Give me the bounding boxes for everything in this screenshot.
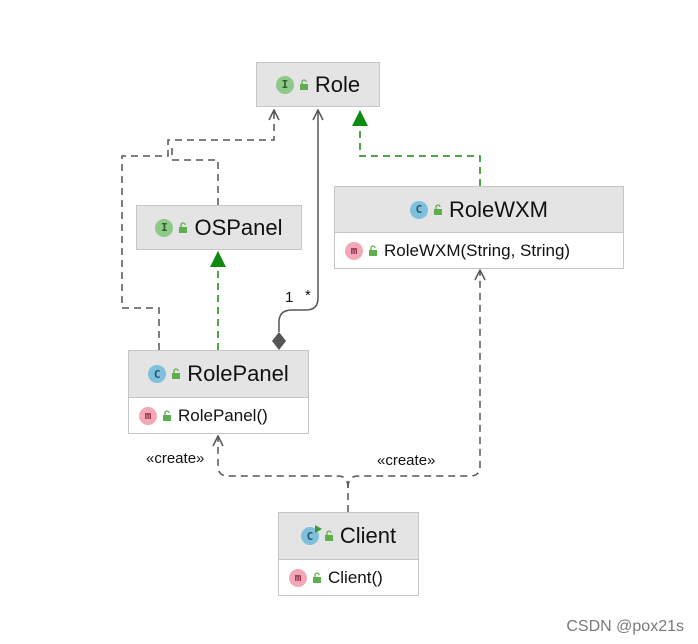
class-ospanel-header: I OSPanel [137,206,301,249]
method-icon: m [289,568,307,587]
method-icon: m [139,406,157,425]
lock-open-icon [369,244,377,256]
lock-open-icon [299,78,308,90]
multiplicity-many-label: * [305,287,311,304]
class-name: OSPanel [194,214,283,240]
class-rolewxm-header: C RoleWXM [335,187,623,233]
create-label-rolepanel: «create» [146,450,205,467]
lock-open-icon [179,221,188,233]
class-icon: C [148,365,167,383]
edge-rolepanel-role-aggregation [278,110,318,332]
edge-rolewxm-role [352,110,481,186]
multiplicity-one-label: 1 [285,289,294,306]
member-row[interactable]: m RoleWXM(String, String) [335,233,623,268]
class-ospanel[interactable]: I OSPanel [136,205,302,250]
member-row[interactable]: m Client() [279,560,418,595]
class-name: Client [339,523,397,548]
class-client[interactable]: C Client m Client() [278,512,419,596]
class-icon: C [409,200,428,219]
lock-open-icon [163,409,171,421]
edge-client-rolepanel [218,436,349,512]
class-name: Role [314,71,361,97]
lock-open-icon [313,571,321,583]
watermark: CSDN @pox21s [566,618,684,635]
aggregation-diamond [272,332,286,350]
lock-open-icon [172,368,181,379]
class-name: RolePanel [187,361,289,386]
interface-icon: I [155,218,174,237]
edge-rolepanel-role [121,110,274,350]
member-row[interactable]: m RolePanel() [129,398,308,433]
class-client-header: C Client [279,513,418,560]
method-signature: RolePanel() [178,405,268,425]
class-rolepanel[interactable]: C RolePanel m RolePanel() [128,350,309,434]
runnable-class-icon: C [300,525,322,545]
lock-open-icon [433,203,442,215]
method-icon: m [345,241,363,260]
class-name: RoleWXM [448,196,548,222]
class-rolewxm[interactable]: C RoleWXM m RoleWXM(String, String) [334,186,624,269]
interface-icon: I [275,75,294,94]
lock-open-icon [324,530,333,541]
class-role[interactable]: I Role [256,62,380,107]
edge-client-rolewxm [347,270,480,489]
class-rolepanel-header: C RolePanel [129,351,308,398]
class-role-header: I Role [257,63,379,106]
edge-ospanel-role [171,148,219,205]
method-signature: Client() [328,567,383,587]
method-signature: RoleWXM(String, String) [384,240,571,260]
create-label-rolewxm: «create» [377,452,436,469]
